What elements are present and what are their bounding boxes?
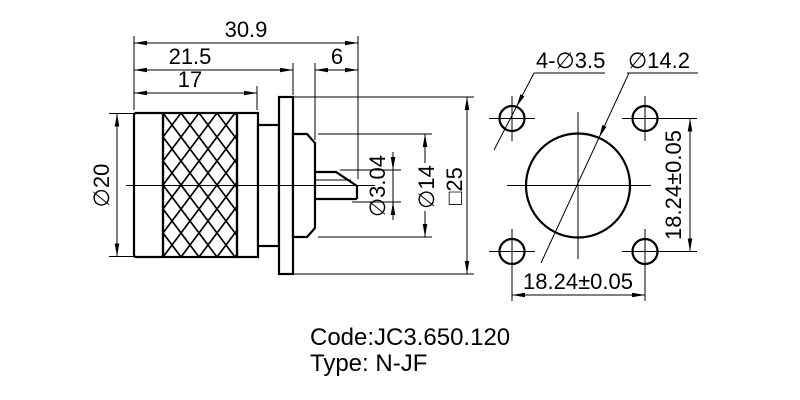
crosshair-top-right	[622, 96, 697, 141]
crosshair-top-left	[489, 96, 535, 141]
dim-label-hole-spacing-horizontal: 18.24±0.05	[523, 269, 633, 294]
dim-hole-spacing-horizontal: 18.24±0.05	[512, 269, 645, 298]
label-mounting-holes: 4-∅3.5	[536, 48, 605, 73]
leader-mounting-holes: 4-∅3.5	[493, 48, 605, 151]
dim-contact-diameter: ∅3.04	[340, 152, 401, 220]
dim-label-contact-diameter: ∅3.04	[365, 155, 390, 217]
dim-body-diameter: ∅20	[89, 113, 137, 257]
crosshair-bottom-right	[622, 229, 697, 301]
part-code-text: Code:JC3.650.120	[310, 324, 510, 351]
dim-label-body-diameter: ∅20	[89, 164, 114, 208]
part-type-text: Type: N-JF	[310, 350, 427, 377]
dim-label-body-length: 21.5	[169, 44, 212, 69]
front-view: 4-∅3.5 ∅14.2 18.24±0.05 18.24±0.05	[489, 48, 698, 301]
crosshair-bottom-left	[489, 229, 535, 301]
dim-total-length: 30.9	[133, 17, 359, 179]
dim-knurl-length: 17	[134, 67, 258, 110]
dim-label-flange-size: □25	[442, 167, 467, 205]
dim-insulator-diameter: ∅14	[318, 133, 439, 238]
label-center-hole-diameter: ∅14.2	[628, 48, 690, 73]
leader-center-hole: ∅14.2	[540, 48, 698, 264]
dim-label-total-length: 30.9	[225, 17, 268, 42]
dim-label-insulator-diameter: ∅14	[414, 165, 439, 209]
dim-label-knurl-length: 17	[178, 67, 202, 92]
dim-label-hole-spacing-vertical: 18.24±0.05	[661, 130, 686, 240]
dim-hole-spacing-vertical: 18.24±0.05	[661, 118, 693, 252]
dim-label-rear-length: 6	[331, 44, 343, 69]
dim-rear-length: 6	[314, 44, 358, 140]
center-socket	[315, 170, 359, 201]
side-view: 30.9 21.5 17 6 ∅20	[89, 17, 474, 276]
title-block: Code:JC3.650.120 Type: N-JF	[310, 324, 510, 377]
center-crosshair	[507, 112, 651, 259]
dim-body-length: 21.5	[134, 44, 294, 95]
dim-flange-size: □25	[279, 96, 474, 275]
connector-body	[126, 95, 375, 276]
